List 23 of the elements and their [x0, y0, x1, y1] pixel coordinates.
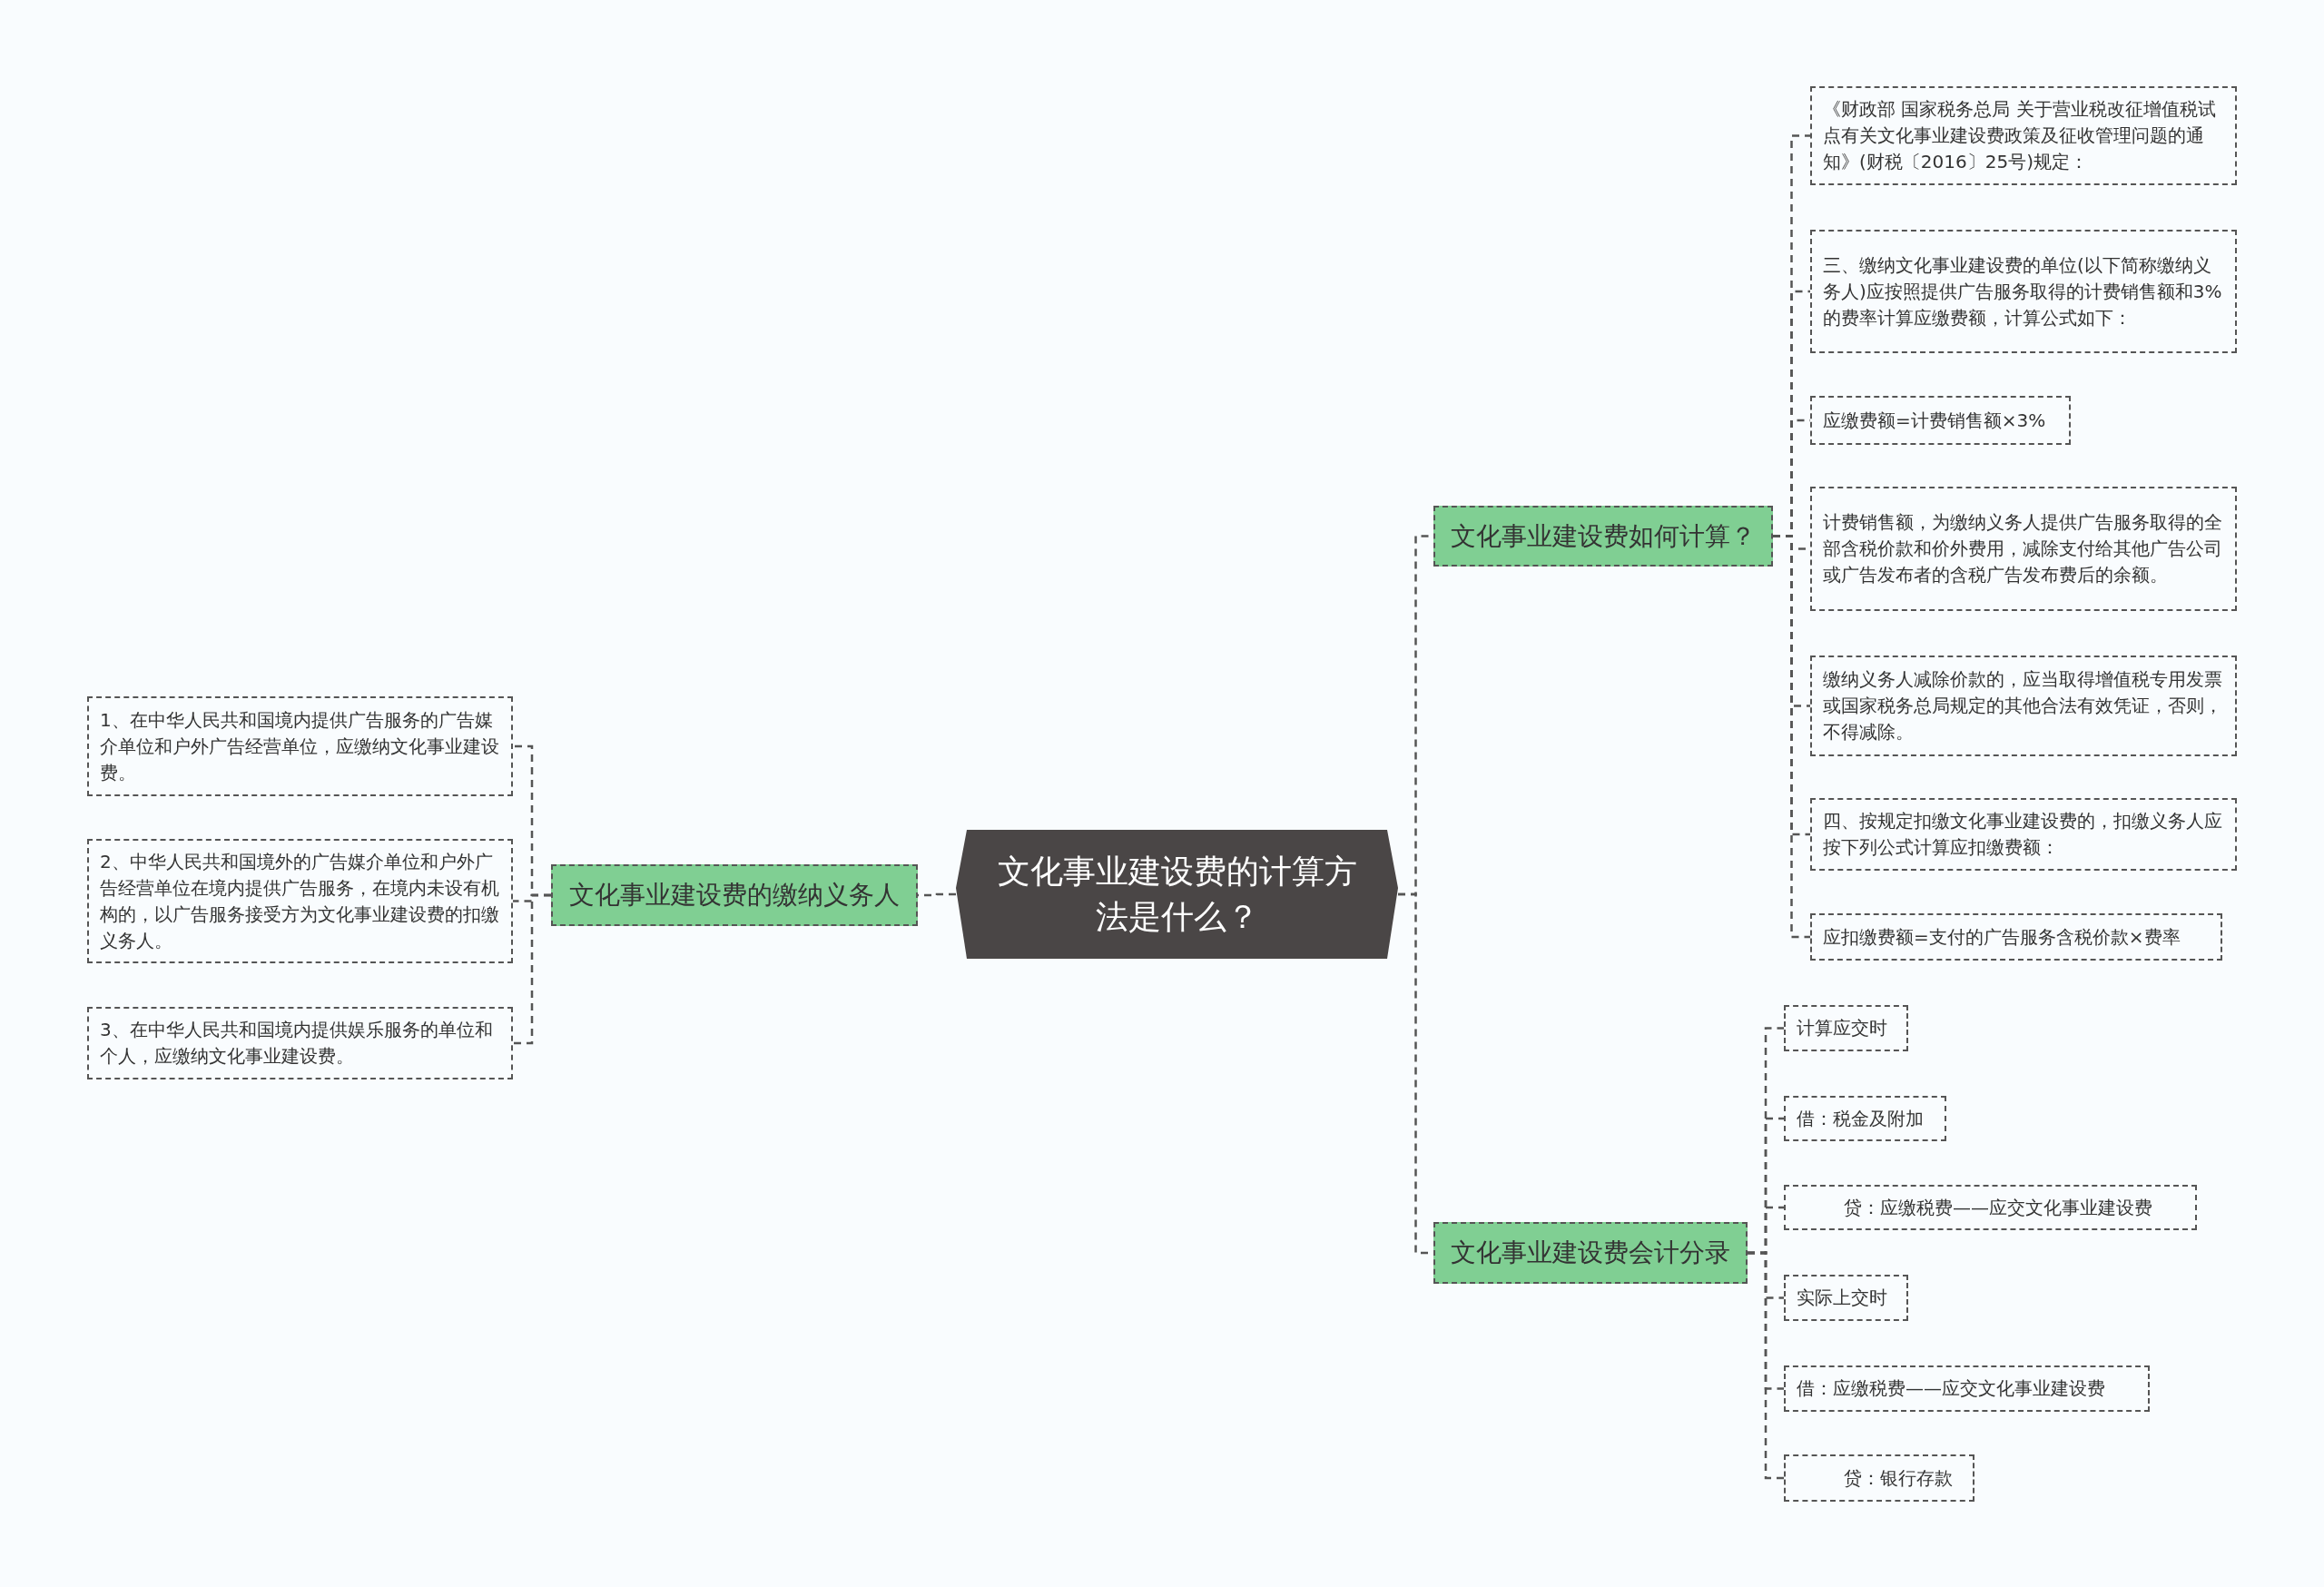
note-box: 2、中华人民共和国境外的广告媒介单位和户外广告经营单位在境内提供广告服务，在境内未设有机构的，以广告服务接受方为文化事业建设费的扣缴义务人。 [87, 839, 513, 963]
note-box: 3、在中华人民共和国境内提供娱乐服务的单位和个人，应缴纳文化事业建设费。 [87, 1007, 513, 1079]
note-box: 贷：应缴税费——应交文化事业建设费 [1784, 1185, 2197, 1230]
note-box: 计费销售额，为缴纳义务人提供广告服务取得的全部含税价款和价外费用，减除支付给其他广告公司或广告发布者的含税广告发布费后的余额。 [1810, 487, 2237, 611]
note-box: 计算应交时 [1784, 1005, 1908, 1051]
topic-box: 文化事业建设费会计分录 [1433, 1222, 1748, 1284]
note-box: 缴纳义务人减除价款的，应当取得增值税专用发票或国家税务总局规定的其他合法有效凭证，否则，不得减除。 [1810, 656, 2237, 756]
central-topic: 文化事业建设费的计算方法是什么？ [956, 830, 1398, 959]
topic-box: 文化事业建设费的缴纳义务人 [551, 864, 918, 926]
note-box: 借：应缴税费——应交文化事业建设费 [1784, 1365, 2150, 1412]
note-box: 三、缴纳文化事业建设费的单位(以下简称缴纳义务人)应按照提供广告服务取得的计费销售额和3%的费率计算应缴费额，计算公式如下： [1810, 230, 2237, 353]
connector [1748, 1251, 1784, 1480]
connector [1773, 535, 1810, 939]
note-box: 《财政部 国家税务总局 关于营业税改征增值税试点有关文化事业建设费政策及征收管理问题的通知》(财税〔2016〕25号)规定： [1810, 86, 2237, 185]
note-box: 1、在中华人民共和国境内提供广告服务的广告媒介单位和户外广告经营单位，应缴纳文化事业建设费。 [87, 696, 513, 796]
note-box: 贷：银行存款 [1784, 1454, 1974, 1502]
note-box: 应扣缴费额=支付的广告服务含税价款×费率 [1810, 913, 2222, 961]
note-box: 实际上交时 [1784, 1275, 1908, 1321]
topic-box: 文化事业建设费如何计算？ [1433, 506, 1773, 567]
note-box: 借：税金及附加 [1784, 1096, 1946, 1141]
note-box: 应缴费额=计费销售额×3% [1810, 396, 2071, 445]
note-box: 四、按规定扣缴文化事业建设费的，扣缴义务人应按下列公式计算应扣缴费额： [1810, 798, 2237, 871]
connector [513, 893, 551, 1045]
